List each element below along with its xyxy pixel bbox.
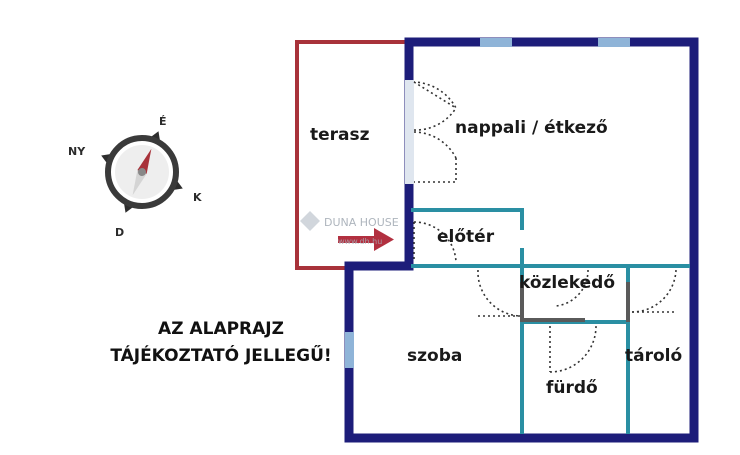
- compass-north: É: [159, 115, 167, 128]
- compass: É K D NY: [68, 115, 202, 239]
- compass-west: NY: [68, 145, 86, 158]
- door-frames: [520, 282, 630, 322]
- window-szoba: [345, 332, 354, 368]
- outer-walls: [344, 37, 699, 443]
- room-label-furdo: fürdő: [546, 378, 598, 398]
- room-label-eloter: előtér: [437, 227, 495, 247]
- terrace-door-gap: [405, 80, 414, 184]
- compass-east: K: [193, 191, 202, 204]
- room-label-kozlekedo: közlekedő: [519, 273, 615, 293]
- entrance-arrow: [338, 228, 394, 251]
- room-label-tarolo: tároló: [625, 346, 682, 366]
- watermark-url: www.dh.hu: [338, 237, 382, 246]
- window-top-right: [598, 38, 630, 47]
- window-top-left: [480, 38, 512, 47]
- watermark: DUNA HOUSE www.dh.hu: [300, 211, 399, 246]
- disclaimer-line-1: AZ ALAPRAJZ: [158, 319, 284, 339]
- room-label-terasz: terasz: [310, 125, 370, 145]
- compass-south: D: [115, 226, 124, 239]
- room-label-nappali: nappali / étkező: [455, 118, 608, 138]
- terrace-outline: [295, 40, 410, 270]
- door-swings: [413, 81, 677, 373]
- compass-needle-icon: [132, 148, 152, 196]
- watermark-brand: DUNA HOUSE: [324, 216, 399, 229]
- disclaimer-line-2: TÁJÉKOZTATÓ JELLEGŰ!: [110, 344, 331, 366]
- room-label-szoba: szoba: [407, 346, 462, 366]
